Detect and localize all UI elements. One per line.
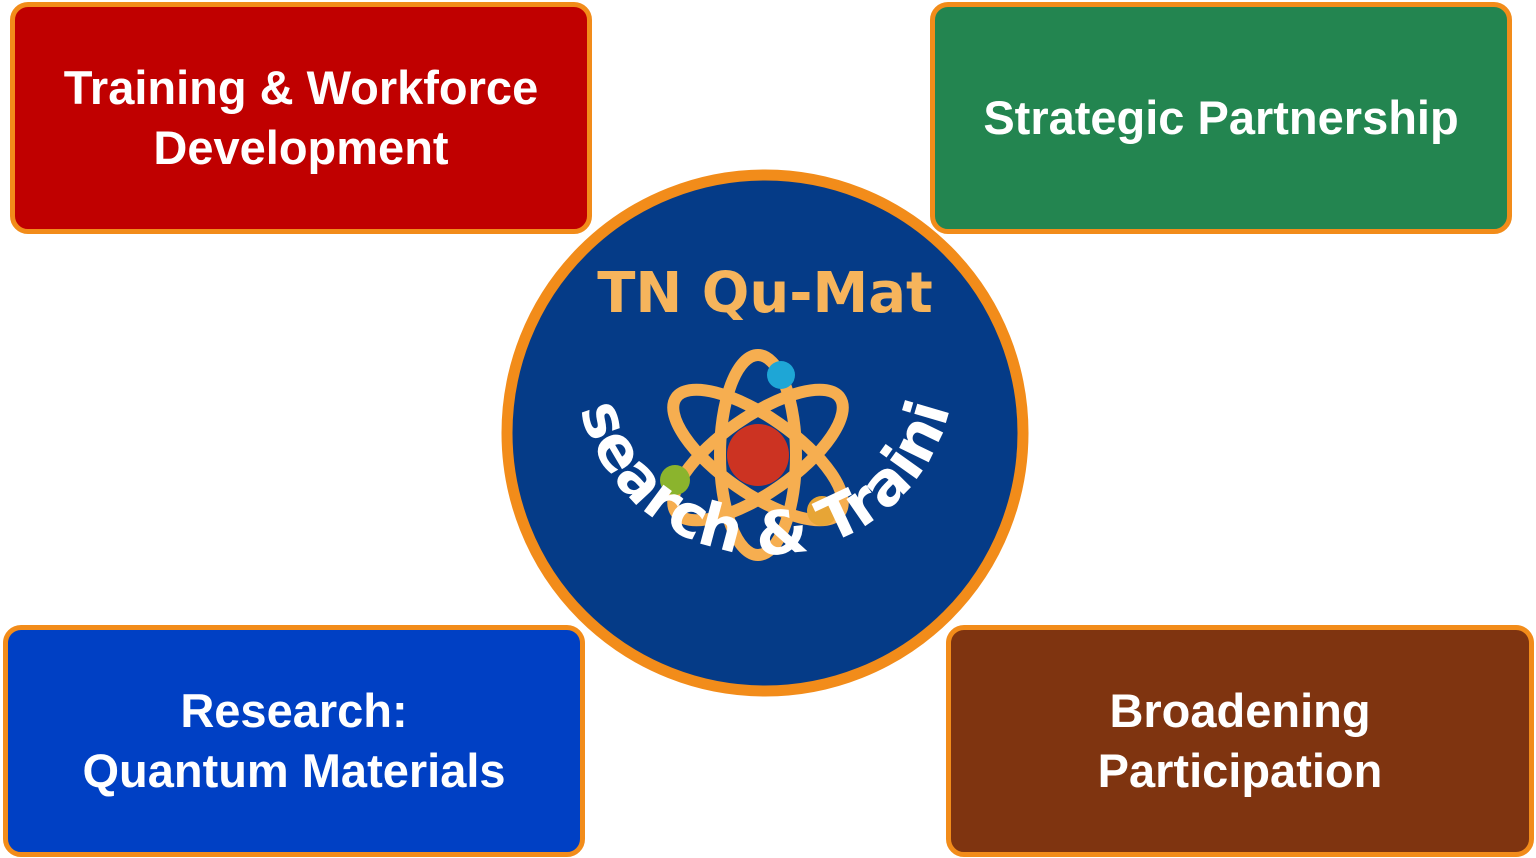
electron-gold [807, 496, 837, 526]
box-label-line: Training & Workforce [63, 61, 539, 114]
box-label-line: Participation [1097, 744, 1383, 797]
atom-icon [660, 349, 849, 561]
tn-qumat-logo: TN Qu-Mat Research & Training [500, 168, 1029, 697]
box-label-line: Broadening [1109, 684, 1371, 737]
logo-title: TN Qu-Mat [597, 261, 933, 326]
box-label-line: Strategic Partnership [983, 91, 1459, 144]
box-label-line: Quantum Materials [82, 744, 506, 797]
nucleus [727, 424, 789, 486]
box-label-line: Research: [180, 684, 408, 737]
research-quantum-materials-box: Research: Quantum Materials [3, 625, 585, 857]
training-workforce-box: Training & Workforce Development [10, 2, 592, 234]
box-label-line: Development [153, 121, 449, 174]
broadening-participation-box: Broadening Participation [946, 625, 1534, 857]
electron-blue [767, 361, 795, 389]
electron-green [660, 465, 690, 495]
strategic-partnership-box: Strategic Partnership [930, 2, 1512, 234]
